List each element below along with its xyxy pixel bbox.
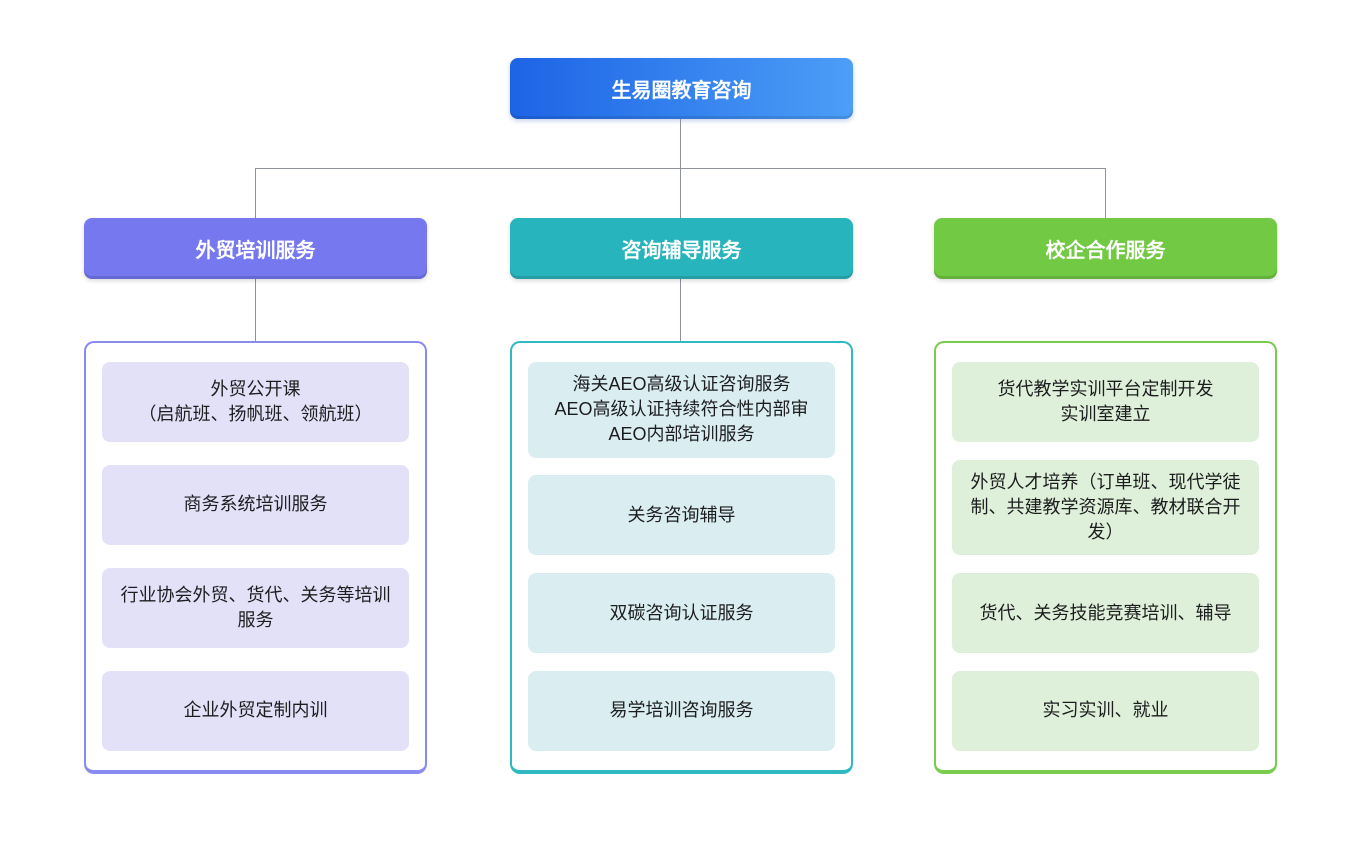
branch-school-enterprise-cooperation: 校企合作服务 货代教学实训平台定制开发 实训室建立 外贸人才培养（订单班、现代学… xyxy=(934,218,1277,774)
root-node[interactable]: 生易圈教育咨询 xyxy=(510,58,853,119)
service-item[interactable]: 外贸人才培养（订单班、现代学徒制、共建教学资源库、教材联合开发） xyxy=(952,459,1259,556)
connector-drop-right xyxy=(1105,168,1106,218)
branch-container-consulting-coaching: 海关AEO高级认证咨询服务 AEO高级认证持续符合性内部审 AEO内部培训服务 … xyxy=(510,341,853,774)
service-item[interactable]: 实习实训、就业 xyxy=(952,671,1259,751)
branch-foreign-trade-training: 外贸培训服务 外贸公开课 （启航班、扬帆班、领航班） 商务系统培训服务 行业协会… xyxy=(84,218,427,774)
branch-header-foreign-trade-training[interactable]: 外贸培训服务 xyxy=(84,218,427,279)
service-item[interactable]: 双碳咨询认证服务 xyxy=(528,573,835,654)
connector-left-header-to-container xyxy=(255,279,256,341)
service-item[interactable]: 企业外贸定制内训 xyxy=(102,671,409,751)
service-item[interactable]: 行业协会外贸、货代、关务等培训服务 xyxy=(102,568,409,648)
connector-drop-middle xyxy=(680,168,681,218)
connector-middle-header-to-container xyxy=(680,279,681,341)
branch-header-consulting-coaching[interactable]: 咨询辅导服务 xyxy=(510,218,853,279)
service-item[interactable]: 外贸公开课 （启航班、扬帆班、领航班） xyxy=(102,362,409,442)
connector-root-stem xyxy=(680,119,681,168)
branch-container-foreign-trade-training: 外贸公开课 （启航班、扬帆班、领航班） 商务系统培训服务 行业协会外贸、货代、关… xyxy=(84,341,427,774)
branch-consulting-coaching: 咨询辅导服务 海关AEO高级认证咨询服务 AEO高级认证持续符合性内部审 AEO… xyxy=(510,218,853,774)
service-item[interactable]: 易学培训咨询服务 xyxy=(528,671,835,751)
service-item[interactable]: 货代教学实训平台定制开发 实训室建立 xyxy=(952,362,1259,442)
service-item[interactable]: 关务咨询辅导 xyxy=(528,475,835,556)
service-item[interactable]: 商务系统培训服务 xyxy=(102,465,409,545)
branch-header-school-enterprise-cooperation[interactable]: 校企合作服务 xyxy=(934,218,1277,279)
branch-container-school-enterprise-cooperation: 货代教学实训平台定制开发 实训室建立 外贸人才培养（订单班、现代学徒制、共建教学… xyxy=(934,341,1277,774)
connector-drop-left xyxy=(255,168,256,218)
service-item[interactable]: 货代、关务技能竞赛培训、辅导 xyxy=(952,573,1259,654)
service-item[interactable]: 海关AEO高级认证咨询服务 AEO高级认证持续符合性内部审 AEO内部培训服务 xyxy=(528,362,835,458)
